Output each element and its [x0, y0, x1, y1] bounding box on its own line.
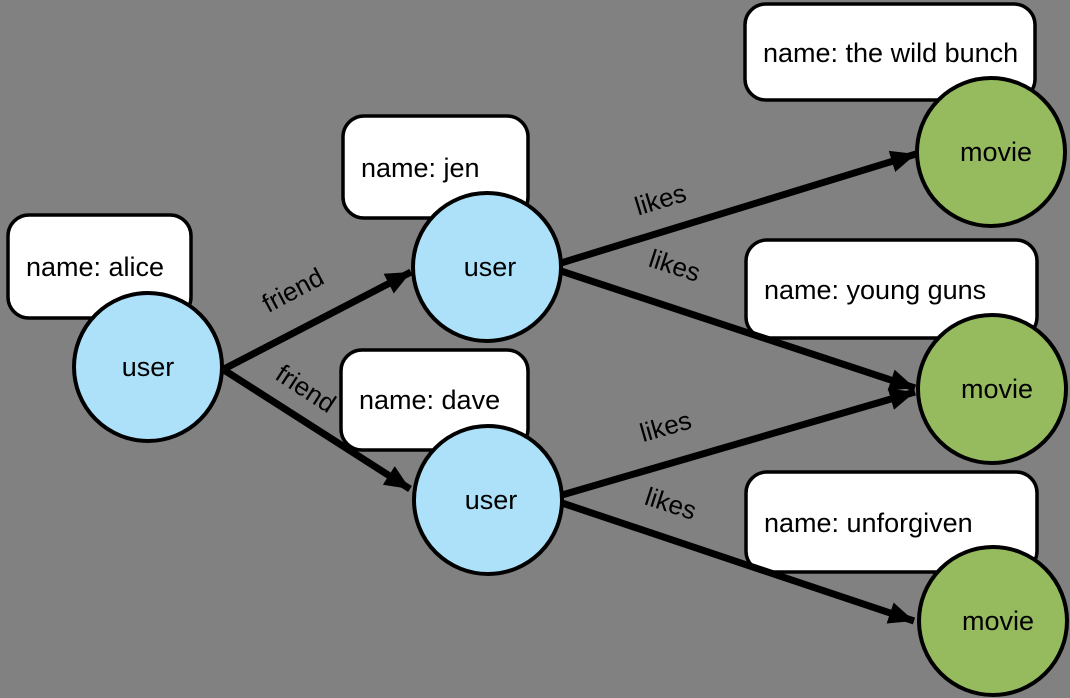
node-circle [412, 424, 564, 576]
node-label: movie [960, 137, 1032, 167]
property-label: name: jen [361, 153, 480, 183]
node-label: user [464, 252, 517, 282]
property-label: name: the wild bunch [763, 38, 1018, 68]
property-label: name: young guns [764, 275, 986, 305]
node-movie-unforgiven: movie [917, 545, 1069, 697]
property-box-wildbunch: name: the wild bunch [743, 2, 1037, 102]
property-box-jen: name: jen [341, 114, 530, 220]
node-user-dave: user [412, 424, 564, 576]
node-circle [411, 191, 563, 343]
node-user-alice: user [72, 291, 224, 443]
node-movie-youngguns: movie [916, 313, 1068, 465]
node-user-jen: user [411, 191, 563, 343]
edge-arrow [559, 267, 917, 392]
property-box [744, 238, 1039, 340]
node-label: movie [961, 374, 1033, 404]
edge-arrow [559, 150, 918, 267]
property-box-unforgiven: name: unforgiven [744, 470, 1039, 574]
node-circle [917, 545, 1069, 697]
property-label: name: unforgiven [764, 508, 973, 538]
node-movie-wildbunch: movie [915, 76, 1067, 228]
property-box [744, 470, 1039, 574]
node-label: user [122, 352, 175, 382]
node-circle [72, 291, 224, 443]
edge-arrow [222, 268, 413, 373]
edge-arrow [222, 367, 412, 492]
edge-arrow [561, 388, 916, 499]
node-circle [915, 76, 1067, 228]
node-label: movie [962, 606, 1034, 636]
property-label: name: dave [359, 385, 500, 415]
property-label: name: alice [26, 252, 164, 282]
property-box [743, 2, 1037, 102]
property-box-youngguns: name: young guns [744, 238, 1039, 340]
node-label: user [465, 485, 518, 515]
node-circle [916, 313, 1068, 465]
edge-arrow [560, 499, 916, 625]
